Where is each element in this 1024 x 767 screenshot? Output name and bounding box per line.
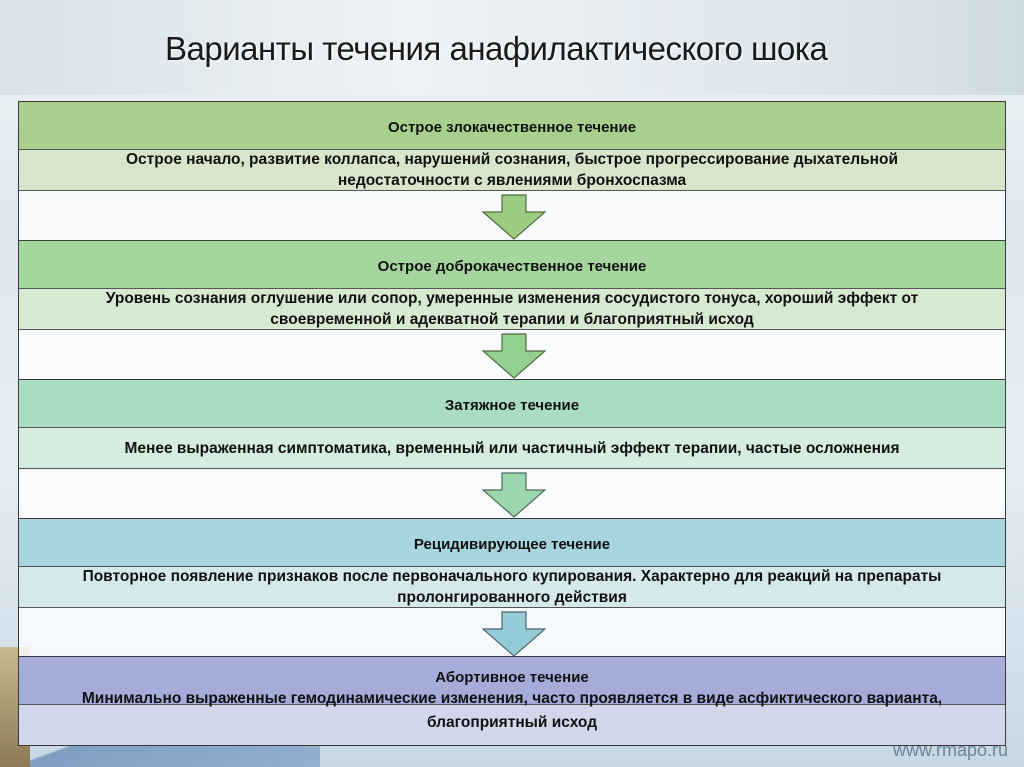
stage-description: Повторное появление признаков после перв… [19, 567, 1005, 608]
stage-block-abortive: Абортивное течение Минимально выраженные… [18, 656, 1006, 746]
stage-description: Менее выраженная симптоматика, временный… [19, 428, 1005, 469]
stage-heading: Острое злокачественное течение [19, 102, 1005, 150]
background-sky [0, 0, 1024, 95]
stage-description: Минимально выраженные гемодинамические и… [81, 690, 943, 731]
down-arrow-icon [482, 611, 546, 657]
footer-url: www.rmapo.ru [892, 740, 1008, 760]
stage-heading: Рецидивирующее течение [19, 519, 1005, 567]
stage-heading: Затяжное течение [19, 380, 1005, 428]
stage-description: Уровень сознания оглушение или сопор, ум… [19, 289, 1005, 330]
down-arrow-icon [482, 333, 546, 379]
down-arrow-icon [482, 472, 546, 518]
down-arrow-icon [482, 194, 546, 240]
stage-heading: Абортивное течение [435, 669, 589, 686]
stage-heading: Острое доброкачественное течение [19, 241, 1005, 289]
slide-title: Варианты течения анафилактического шока [165, 30, 828, 67]
stage-description: Острое начало, развитие коллапса, наруше… [19, 150, 1005, 191]
